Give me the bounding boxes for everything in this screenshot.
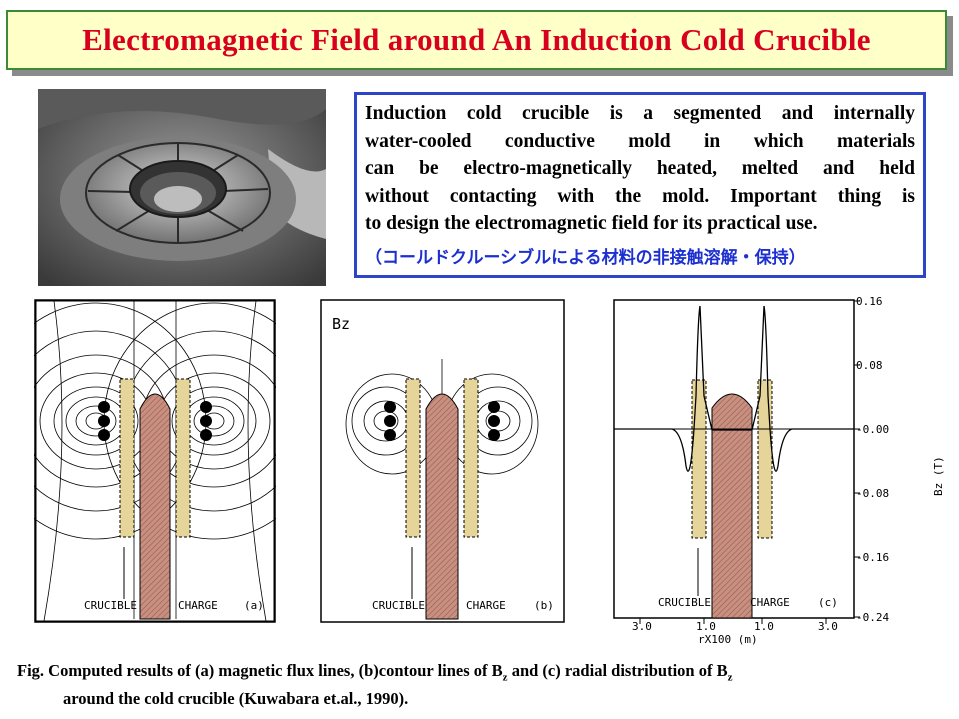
- y-tick: 0.16: [856, 296, 883, 308]
- title-banner: Electromagnetic Field around An Inductio…: [6, 10, 947, 70]
- panel-label: (b): [534, 599, 554, 612]
- y-tick: -0.00: [856, 423, 889, 436]
- description-box: Induction cold crucible is a segmented a…: [354, 92, 926, 278]
- y-axis-label: Bz (T): [932, 456, 945, 496]
- x-axis-label: rX100 (m): [698, 633, 758, 645]
- x-tick: 1.0: [696, 620, 716, 633]
- charge-label: CHARGE: [178, 599, 218, 612]
- y-tick: -0.16: [856, 551, 889, 564]
- caption-text: and (c) radial distribution of B: [507, 661, 728, 680]
- panel-label: (c): [818, 596, 838, 609]
- crucible-label: CRUCIBLE: [372, 599, 425, 612]
- y-tick: 0.08: [856, 359, 883, 372]
- figure-a-flux-lines: CRUCIBLE CHARGE (a): [34, 299, 276, 623]
- charge-label: CHARGE: [466, 599, 506, 612]
- caption-subscript: z: [502, 671, 508, 684]
- crucible-label: CRUCIBLE: [84, 599, 137, 612]
- caption-subscript: z: [727, 671, 733, 684]
- description-line: water-cooled conductive mold in which ma…: [365, 130, 915, 152]
- figure-caption: Fig. Computed results of (a) magnetic fl…: [17, 660, 957, 710]
- description-line: can be electro-magnetically heated, melt…: [365, 158, 915, 179]
- x-tick: 1.0: [754, 620, 774, 633]
- page-title: Electromagnetic Field around An Inductio…: [82, 22, 871, 57]
- figure-c-radial-distribution: CRUCIBLE CHARGE (c) 0.16 0.08 -0.00 -0.0…: [613, 296, 945, 645]
- crucible-label: CRUCIBLE: [658, 596, 711, 609]
- x-tick: 3.0: [818, 620, 838, 633]
- description-line: without contacting with the mold. Import…: [365, 185, 915, 207]
- panel-label: (a): [244, 599, 264, 612]
- caption-text: Fig. Computed results of (a) magnetic fl…: [17, 661, 503, 680]
- japanese-description: （コールドクルーシブルによる材料の非接触溶解・保持）: [365, 247, 806, 268]
- figure-b-contour-lines: Bz CRUCIBLE CHARGE (b): [320, 299, 565, 623]
- charge-label: CHARGE: [750, 596, 790, 609]
- description-line: to design the electromagnetic field for …: [365, 213, 818, 234]
- x-tick: 3.0: [632, 620, 652, 633]
- crucible-photo: [38, 89, 326, 286]
- y-tick: -0.24: [856, 611, 889, 624]
- caption-line-2: around the cold crucible (Kuwabara et.al…: [63, 689, 409, 709]
- y-tick: -0.08: [856, 487, 889, 500]
- field-label: Bz: [332, 315, 350, 333]
- description-line: Induction cold crucible is a segmented a…: [365, 103, 915, 124]
